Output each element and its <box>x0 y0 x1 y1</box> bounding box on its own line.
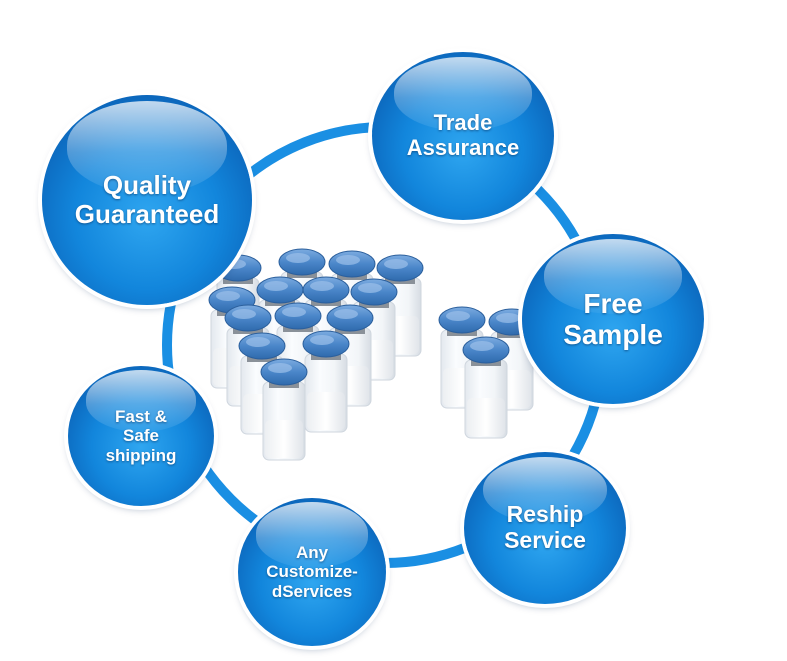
badge-text-line: Quality <box>102 169 192 200</box>
badge-text-line: Any <box>295 543 329 563</box>
quality-guaranteed-badge[interactable]: Quality Guaranteed <box>42 95 252 305</box>
badge-text-line: Reship <box>506 501 584 528</box>
badge-text-line: Customize- <box>266 562 358 582</box>
trade-assurance-badge[interactable]: Trade Assurance <box>372 52 554 220</box>
badge-text-line: Assurance <box>406 135 520 160</box>
badge-text-line: Sample <box>563 319 663 350</box>
free-sample-badge[interactable]: Free Sample <box>522 234 704 404</box>
badge-text-line: shipping <box>105 445 177 465</box>
badge-text-line: Safe <box>123 426 159 446</box>
badge-text-line: Fast & <box>115 407 167 427</box>
badge-text-line: Free <box>583 287 643 319</box>
badge-text-line: Trade <box>433 110 493 136</box>
badge-text-line: Service <box>504 527 586 553</box>
reship-service-badge[interactable]: Reship Service <box>464 452 626 604</box>
fast-safe-shipping-badge[interactable]: Fast & Safe shipping <box>68 366 214 506</box>
customized-services-badge[interactable]: Any Customize- dServices <box>238 498 386 646</box>
badge-text-line: dServices <box>271 581 353 601</box>
vials-photo <box>208 248 536 461</box>
badge-text-line: Guaranteed <box>74 199 220 229</box>
